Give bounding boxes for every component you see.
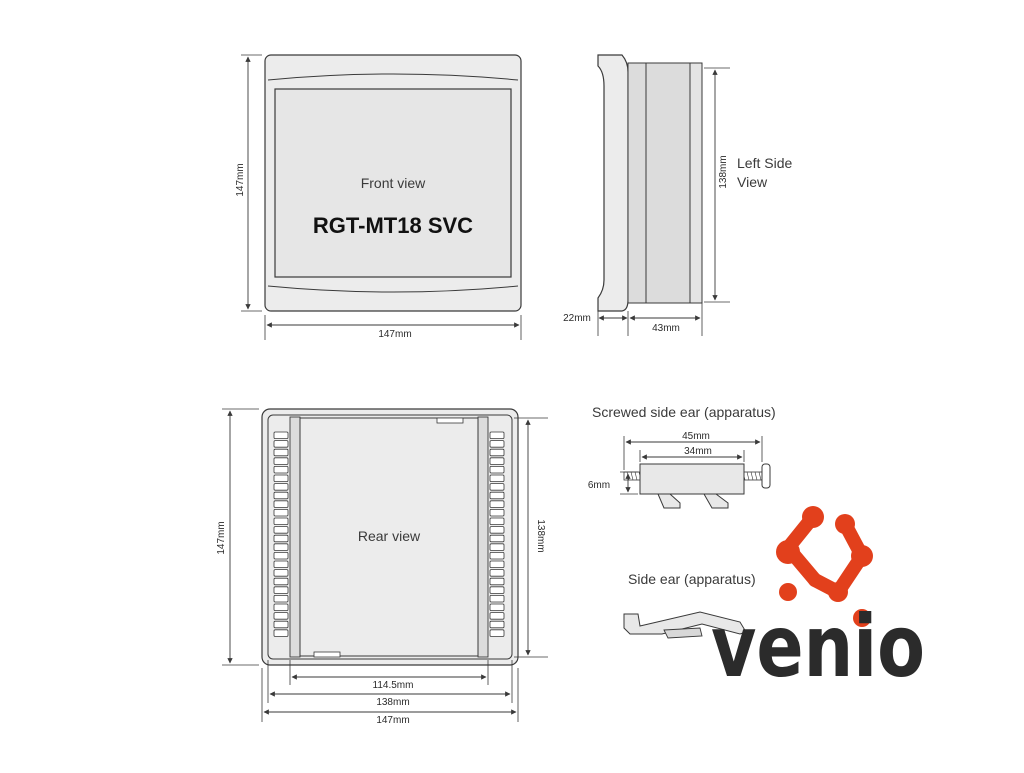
left-terminal [273,500,289,508]
front-view-caption: Front view [361,175,426,191]
left-terminal [273,491,289,500]
right-terminal [489,560,505,568]
model-name: RGT-MT18 SVC [313,213,473,238]
right-terminal [489,629,505,637]
side-ear-caption: Side ear (apparatus) [628,571,756,587]
left-terminal [273,595,289,603]
left-terminal [273,457,289,465]
left-terminal [273,612,289,620]
left-terminal [273,440,289,448]
right-terminal [489,577,505,586]
right-terminal [489,448,505,457]
left-terminal [273,577,289,586]
right-terminal [489,543,505,551]
rear-outer-height-dim: 147mm [216,521,227,554]
left-terminal [273,620,289,629]
side-body-3 [689,62,703,304]
side-ear-foot [663,627,703,639]
right-terminal [489,500,505,508]
left-terminal [273,474,289,482]
rear-cover-tab-bottom [313,651,341,658]
rear-inner-height-dim: 138mm [535,519,546,552]
side-view-caption-line1: Left Side [737,155,792,171]
side-body-1 [627,62,647,304]
side-view: 138mm Left Side View 22mm 43mm [563,54,792,336]
logo-molecule-icon [776,506,873,627]
front-bottom-bezel [267,285,519,293]
left-terminal [273,448,289,457]
left-terminal [273,603,289,611]
venio-logo: venio [711,506,925,697]
ear-hook-left [657,493,681,509]
right-terminal [489,474,505,482]
rear-view-caption: Rear view [358,528,421,544]
screwed-ear-caption: Screwed side ear (apparatus) [592,404,776,420]
rear-left-terminal-block [273,431,289,637]
rear-cover [299,417,479,657]
side-body-depth-dim: 43mm [652,323,680,334]
left-terminal [273,560,289,568]
left-terminal [273,534,289,543]
right-terminal [489,603,505,611]
rear-left-rail [289,416,301,658]
front-width-dim: 147mm [378,329,411,340]
side-height-dim: 138mm [718,155,729,188]
right-terminal [489,612,505,620]
rear-outer-width-dim: 147mm [376,715,409,726]
left-terminal [273,508,289,517]
rear-inner-frame [267,414,513,660]
side-view-caption-line2: View [737,174,768,190]
left-terminal [273,569,289,577]
right-terminal [489,595,505,603]
logo-wordmark: venio [711,597,925,697]
left-terminal [273,586,289,594]
side-ear-profile [623,611,747,635]
ear-height-dim: 6mm [588,480,610,491]
right-terminal [489,569,505,577]
left-terminal [273,552,289,560]
right-terminal [489,517,505,525]
left-terminal [273,465,289,474]
rear-view: Rear view 147mm 138mm 114.5mm 138mm 147m… [216,408,548,726]
screwed-side-ear: Screwed side ear (apparatus) 45mm 34mm 6… [588,404,776,509]
right-terminal [489,586,505,594]
side-front-depth-dim: 22mm [563,313,591,324]
side-front-bezel [597,54,629,312]
left-terminal [273,526,289,534]
rear-inner-width-dim: 114.5mm [373,680,414,691]
right-terminal [489,465,505,474]
right-terminal [489,620,505,629]
right-terminal [489,431,505,439]
left-terminal [273,431,289,439]
rear-mid-width-dim: 138mm [376,697,409,708]
front-height-dim: 147mm [235,163,246,196]
front-window [274,88,512,278]
rear-right-rail [477,416,489,658]
right-terminal [489,491,505,500]
front-top-bezel [267,73,519,81]
right-terminal [489,440,505,448]
left-terminal [273,517,289,525]
screw-head [761,463,771,489]
right-terminal [489,457,505,465]
ear-length-dim: 45mm [682,431,710,442]
rear-cover-tab-top [436,417,464,424]
right-terminal [489,508,505,517]
side-ear: Side ear (apparatus) [623,571,756,639]
ear-body [639,463,745,495]
side-body-2 [645,62,691,304]
right-terminal [489,552,505,560]
right-terminal [489,526,505,534]
front-view: Front view RGT-MT18 SVC 147mm 147mm [235,54,522,340]
left-terminal [273,483,289,491]
ear-hook-right [703,493,729,509]
right-terminal [489,534,505,543]
ear-body-dim: 34mm [684,446,712,457]
left-terminal [273,543,289,551]
left-terminal [273,629,289,637]
right-terminal [489,483,505,491]
rear-right-terminal-block [489,431,505,637]
